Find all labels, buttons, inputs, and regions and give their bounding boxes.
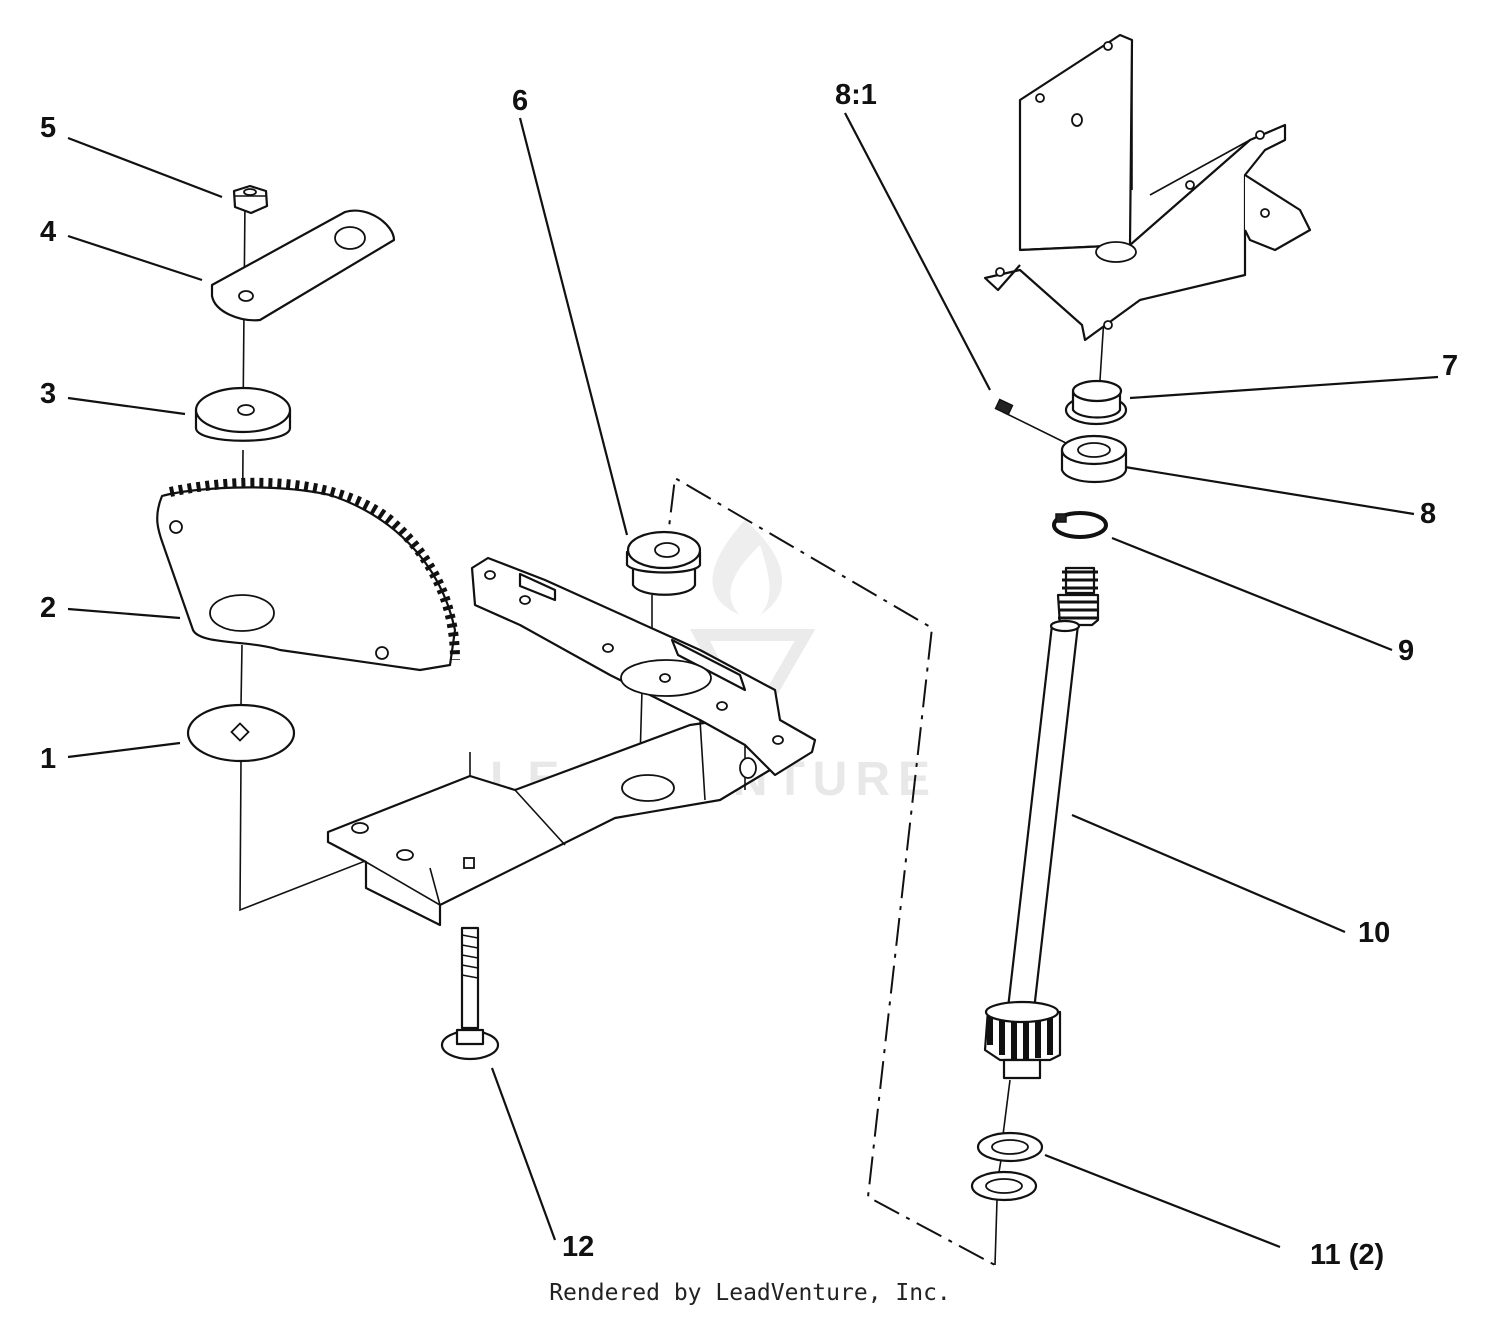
link-plate (210, 209, 396, 322)
shaft-bushing (1064, 379, 1128, 426)
steering-shaft (983, 566, 1100, 1080)
label-part-8: 8 (1420, 498, 1436, 530)
thrust-washers (970, 1131, 1044, 1202)
set-screw (994, 398, 1014, 416)
label-part-1: 1 (40, 743, 56, 775)
hex-nut (232, 184, 269, 215)
label-part-12: 12 (562, 1231, 594, 1263)
square-hole-washer (186, 703, 296, 763)
label-part-7: 7 (1442, 350, 1458, 382)
leader-lines (67, 112, 1439, 1249)
label-part-2: 2 (40, 592, 56, 624)
label-part-9: 9 (1398, 635, 1414, 667)
label-part-11: 11 (2) (1310, 1239, 1384, 1271)
carriage-bolt (440, 926, 500, 1061)
label-part-8-1: 8:1 (835, 79, 877, 111)
snap-ring (1052, 511, 1108, 539)
locking-collar (1060, 434, 1128, 484)
spacer-washer (194, 386, 292, 442)
label-part-4: 4 (40, 216, 56, 248)
label-part-5: 5 (40, 112, 56, 144)
footer-credit: Rendered by LeadVenture, Inc. (549, 1280, 951, 1306)
dash-frame (664, 476, 996, 1266)
label-part-6: 6 (512, 85, 528, 117)
label-part-3: 3 (40, 378, 56, 410)
label-part-10: 10 (1358, 917, 1390, 949)
part-labels: 5 4 3 2 1 6 8:1 7 8 9 10 11 (2) 12 (40, 79, 1458, 1271)
flange-bushing (625, 530, 702, 596)
steering-bracket (983, 33, 1312, 342)
base-bracket (326, 556, 817, 927)
sector-gear (156, 477, 460, 672)
